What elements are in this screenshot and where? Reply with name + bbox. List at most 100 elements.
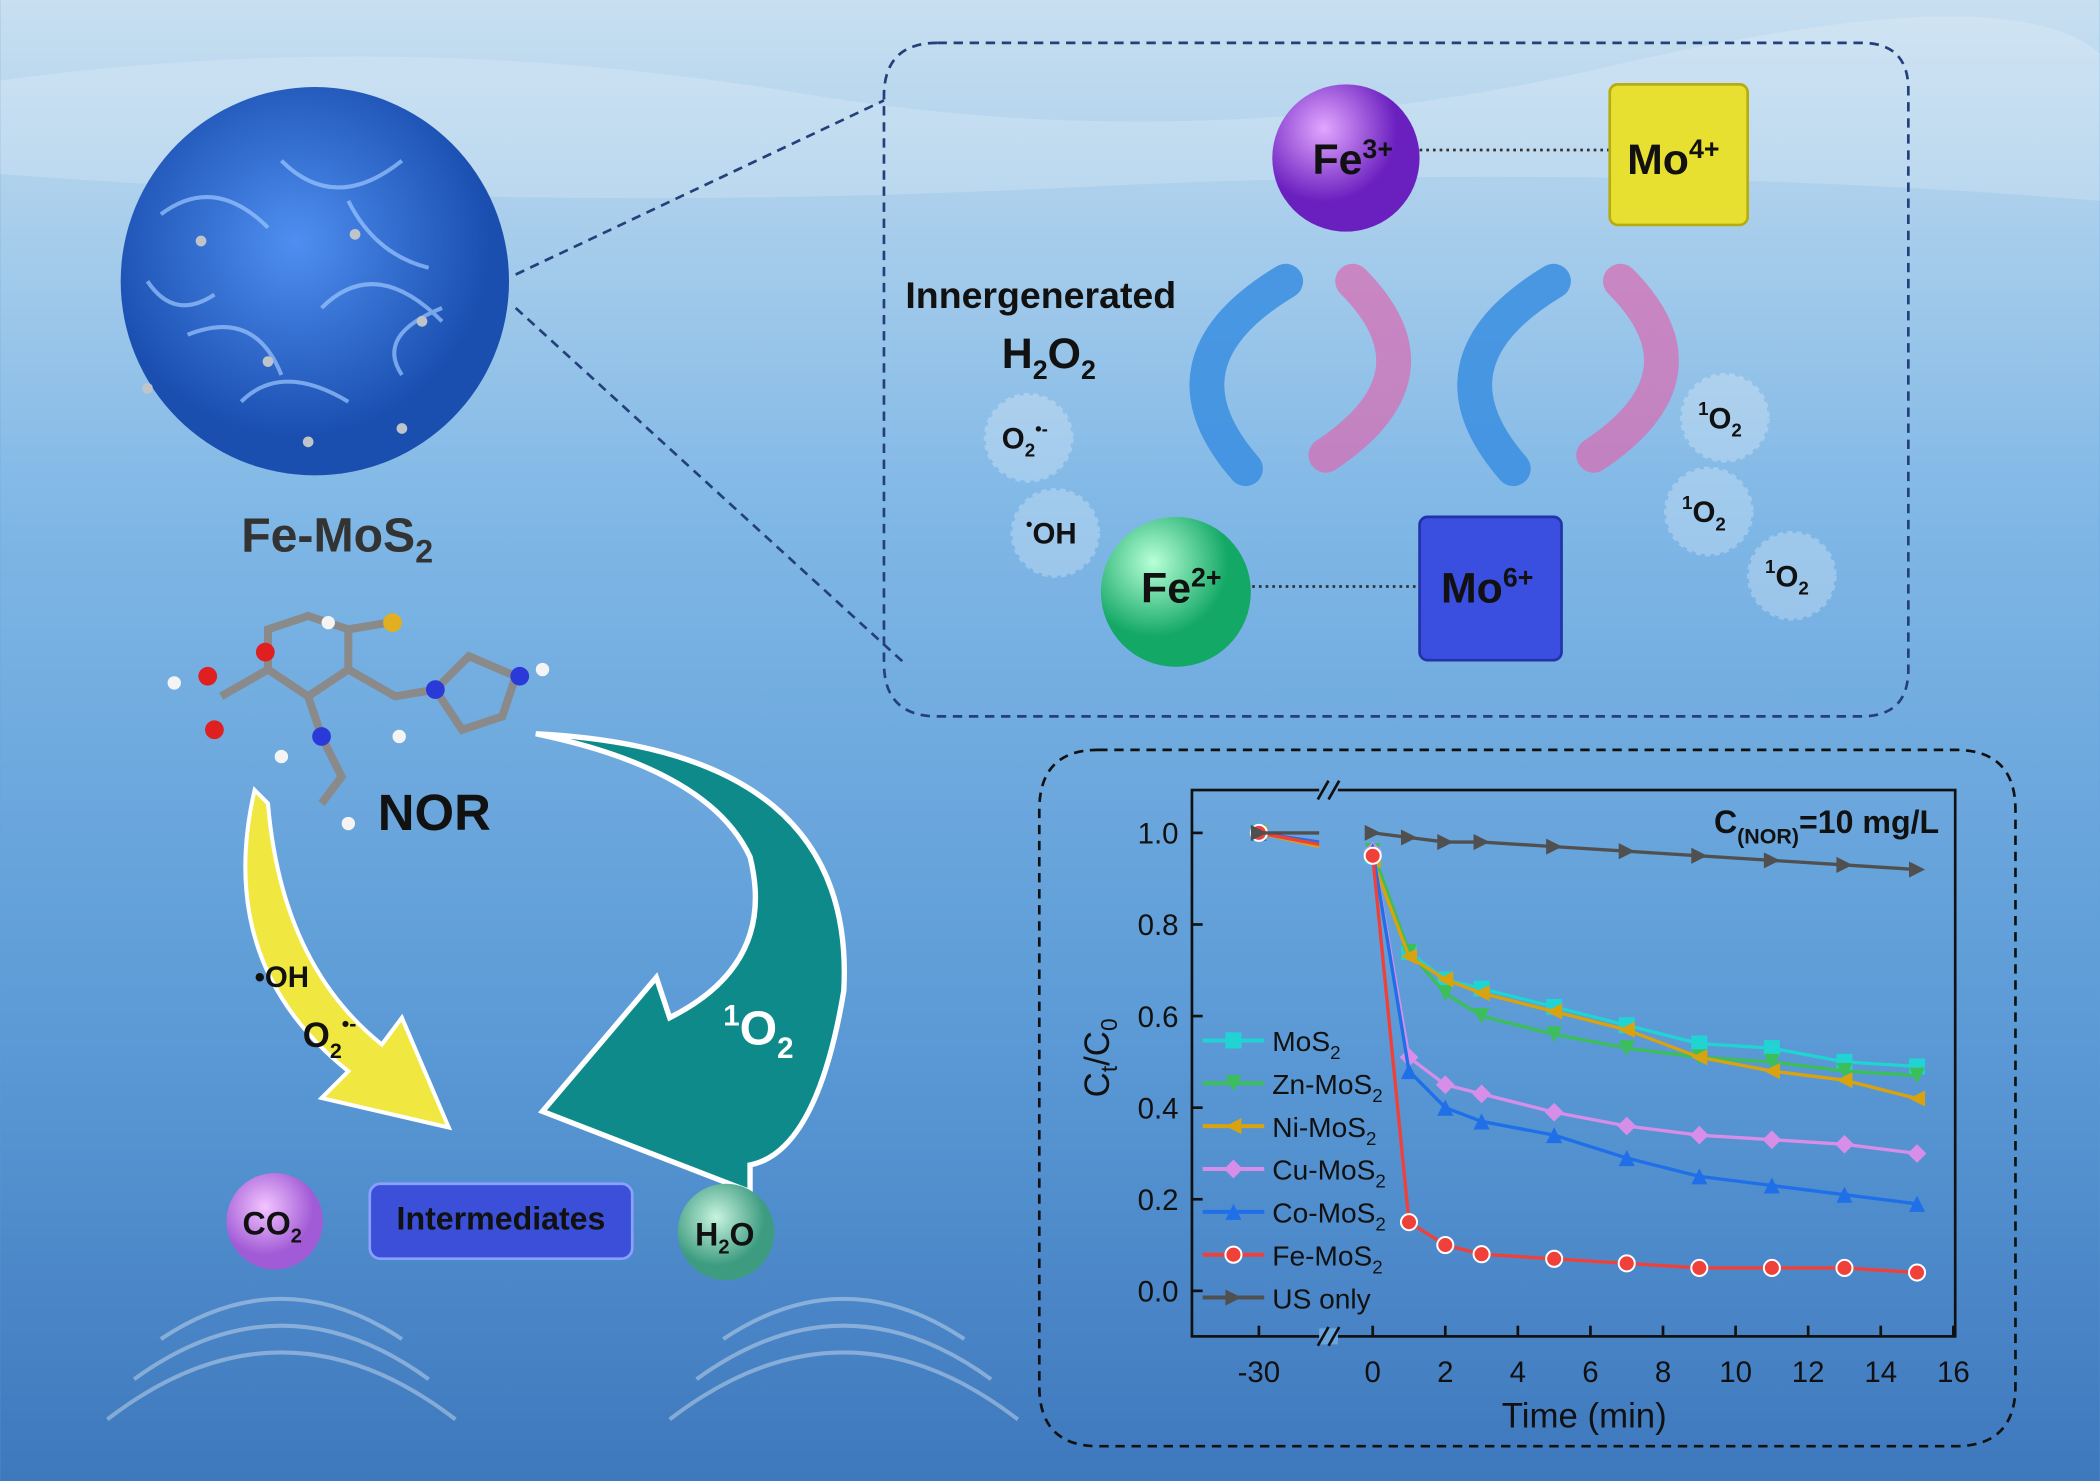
- x-tick-label: -30: [1238, 1356, 1281, 1389]
- data-point: [1690, 1258, 1709, 1277]
- legend-label: Co-MoS2: [1272, 1198, 1386, 1235]
- data-point: [1400, 1062, 1418, 1080]
- x-tick-label: 8: [1655, 1356, 1671, 1389]
- data-point: [1909, 861, 1926, 878]
- x-tick-label: 10: [1719, 1356, 1752, 1389]
- y-tick-label: 0.4: [1138, 1092, 1179, 1125]
- svg-text:O2•-: O2•-: [1002, 418, 1048, 460]
- axis-break: [1319, 1328, 1338, 1345]
- data-point: [1835, 1258, 1854, 1277]
- data-point: [1691, 1035, 1708, 1052]
- data-point: [1763, 1062, 1780, 1080]
- svg-text:1O2: 1O2: [1682, 492, 1726, 534]
- data-point: [1546, 1026, 1563, 1043]
- data-point: [1473, 1008, 1490, 1025]
- h2o-product: H2O: [677, 1183, 775, 1281]
- data-point: [1836, 1062, 1853, 1080]
- data-point: [1618, 1150, 1635, 1167]
- data-point: [1618, 1040, 1635, 1057]
- data-point: [1763, 852, 1780, 869]
- y-tick-label: 0.2: [1138, 1184, 1179, 1217]
- data-point: [1364, 824, 1381, 841]
- fe-mos2-nanoflower: [120, 87, 510, 476]
- pathway-singlet-label: 1O2: [723, 1000, 793, 1065]
- data-point: [1473, 1113, 1490, 1130]
- data-point: [1437, 985, 1454, 1002]
- data-point: [1836, 856, 1853, 873]
- hydroxyl-radical: •OH: [1010, 488, 1101, 578]
- axis-break-mark: [1316, 780, 1330, 801]
- x-tick-label: 6: [1582, 1356, 1598, 1389]
- superoxide-radical: O2•-: [983, 393, 1074, 483]
- data-point: [1473, 985, 1490, 1002]
- data-point: [1691, 1049, 1708, 1066]
- chart-panel-border: [1037, 748, 2017, 1448]
- legend-marker: [1225, 1075, 1242, 1092]
- h2o2-formula: H2O2: [1002, 330, 1096, 385]
- data-point: [1617, 1254, 1636, 1273]
- series-line-2: [1371, 859, 1918, 1101]
- x-tick-label: 14: [1864, 1356, 1897, 1389]
- data-point: [1400, 948, 1418, 965]
- axis-break-mark: [1316, 1326, 1330, 1347]
- catalyst-label: Fe-MoS2: [241, 509, 433, 570]
- svg-text:Fe3+: Fe3+: [1312, 134, 1393, 184]
- legend-label: MoS2: [1272, 1026, 1340, 1063]
- data-point: [1399, 1213, 1419, 1232]
- fe3-ion: Fe3+: [1272, 84, 1420, 232]
- svg-text:Mo6+: Mo6+: [1441, 563, 1533, 613]
- data-point: [1250, 824, 1267, 841]
- data-point: [1836, 1186, 1853, 1203]
- co2-product: CO2: [226, 1173, 323, 1270]
- data-point: [1909, 1067, 1926, 1084]
- data-point: [1618, 843, 1635, 860]
- legend-label: Cu-MoS2: [1272, 1155, 1386, 1192]
- x-tick-label: 2: [1437, 1356, 1453, 1389]
- mechanism-panel: Fe3+ Mo4+ Fe2+ Mo6+ Innergenerated H2O2 …: [905, 83, 1837, 667]
- data-point: [1908, 1263, 1927, 1282]
- nor-label: NOR: [378, 784, 491, 841]
- legend-marker: [1224, 1245, 1243, 1264]
- data-point: [1835, 1134, 1854, 1154]
- data-point: [1909, 1195, 1926, 1212]
- legend-marker: [1225, 1203, 1242, 1220]
- mechanism-panel-border: [882, 41, 1910, 718]
- svg-text:Fe2+: Fe2+: [1141, 563, 1222, 613]
- legend-label: Zn-MoS2: [1272, 1069, 1382, 1106]
- pathway-o2-label: O2•-: [303, 1012, 357, 1063]
- axis-break: [1319, 782, 1338, 799]
- x-tick-label: 16: [1937, 1356, 1970, 1389]
- x-tick-label: 4: [1510, 1356, 1526, 1389]
- data-point: [1691, 1168, 1708, 1185]
- svg-text:•OH: •OH: [1026, 513, 1077, 550]
- data-point: [1763, 1040, 1780, 1057]
- data-point: [1763, 1177, 1780, 1194]
- series-line-6: [1372, 831, 1918, 872]
- singlet-oxygen-pathway-arrow: [535, 731, 847, 1196]
- x-axis-label: Time (min): [1502, 1396, 1667, 1435]
- y-tick-label: 0.6: [1138, 1001, 1179, 1034]
- redox-cycle-arrows: [1189, 263, 1679, 487]
- legend-label: Ni-MoS2: [1272, 1112, 1376, 1149]
- svg-text:1O2: 1O2: [1765, 556, 1809, 598]
- data-point: [1618, 1021, 1635, 1038]
- data-point: [1691, 847, 1708, 864]
- ultrasound-waves: [106, 1297, 1020, 1421]
- zoom-indicator-lines: [514, 41, 1910, 718]
- concentration-annotation: C(NOR)=10 mg/L: [1714, 804, 1939, 849]
- svg-text:1O2: 1O2: [1698, 398, 1742, 440]
- data-point: [1437, 1099, 1454, 1116]
- legend-marker: [1225, 1032, 1242, 1049]
- y-tick-label: 0.8: [1138, 909, 1179, 942]
- data-point: [1437, 834, 1454, 851]
- svg-text:Intermediates: Intermediates: [397, 1200, 606, 1236]
- nor-molecule: [167, 611, 550, 831]
- data-point: [1836, 1072, 1853, 1089]
- data-point: [1472, 1245, 1491, 1264]
- data-point: [1473, 834, 1490, 851]
- series-line-4: [1371, 850, 1918, 1206]
- data-point: [1546, 1003, 1563, 1020]
- radical-pathway-arrow: [243, 786, 453, 1131]
- data-point: [1689, 1125, 1709, 1145]
- svg-text:H2O: H2O: [695, 1216, 754, 1258]
